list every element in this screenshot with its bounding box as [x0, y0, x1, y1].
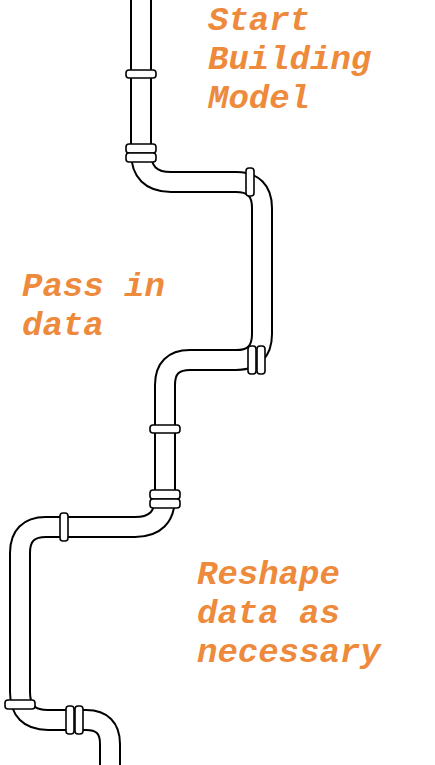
step-label: Start Building Model: [208, 2, 408, 119]
step-label: Reshape data as necessary: [197, 556, 417, 673]
step-label: Pass in data: [22, 268, 182, 346]
